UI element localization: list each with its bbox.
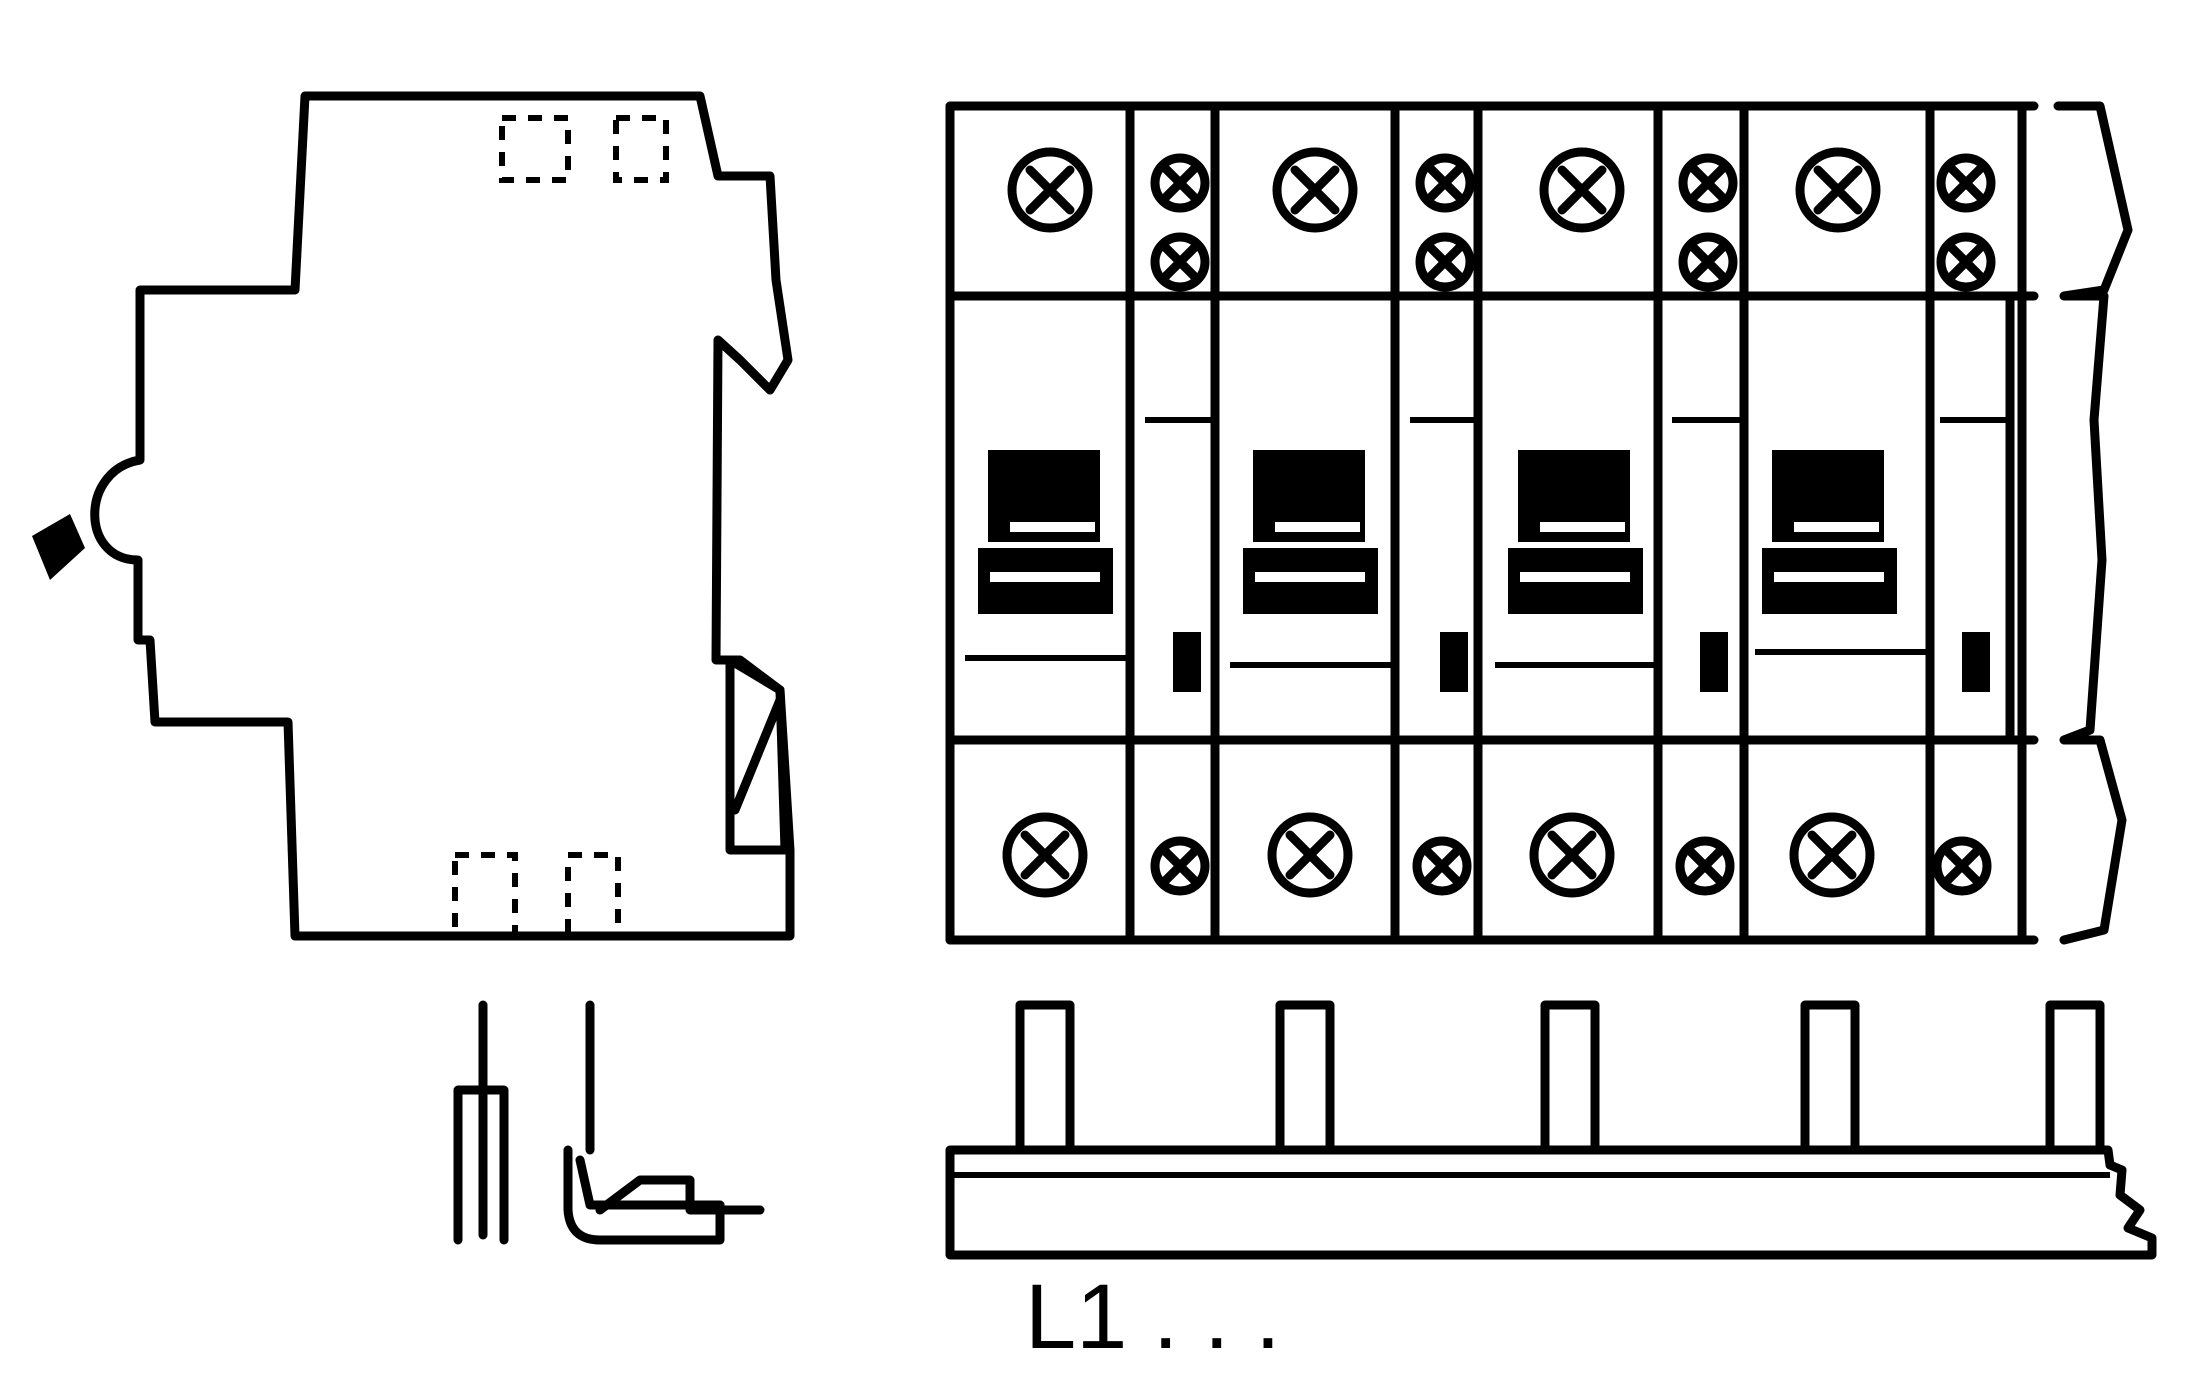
busbar-phase-label: L1 . . . xyxy=(1025,1266,1281,1368)
busbar-pin-3 xyxy=(1540,1000,1600,1155)
broken-edge-right xyxy=(2053,101,2133,945)
busbar-pin-1 xyxy=(1015,1000,1075,1155)
breaker-module-1 xyxy=(965,101,1220,945)
breaker-front-row xyxy=(945,101,2133,945)
breaker-side-lever-tip xyxy=(32,514,85,580)
busbar-pin-5 xyxy=(2045,1000,2105,1155)
busbar-pin-4 xyxy=(1800,1000,1860,1155)
busbar-pin-side-view xyxy=(453,1000,509,1245)
top-terminal-dashed-1 xyxy=(499,115,571,183)
breaker-side-profile xyxy=(32,91,795,941)
breaker-module-4 xyxy=(1755,101,2015,945)
breaker-module-3 xyxy=(1495,101,1749,945)
busbar-comb xyxy=(945,1000,2157,1260)
busbar-pin-2 xyxy=(1275,1000,1335,1155)
busbar-pin-bent-view xyxy=(563,1000,765,1245)
top-terminal-dashed-2 xyxy=(613,115,669,183)
breaker-module-2 xyxy=(1230,101,1483,945)
bottom-terminal-dashed-1 xyxy=(452,852,518,938)
bottom-terminal-dashed-2 xyxy=(565,852,621,938)
busbar-rail xyxy=(945,1145,2157,1260)
